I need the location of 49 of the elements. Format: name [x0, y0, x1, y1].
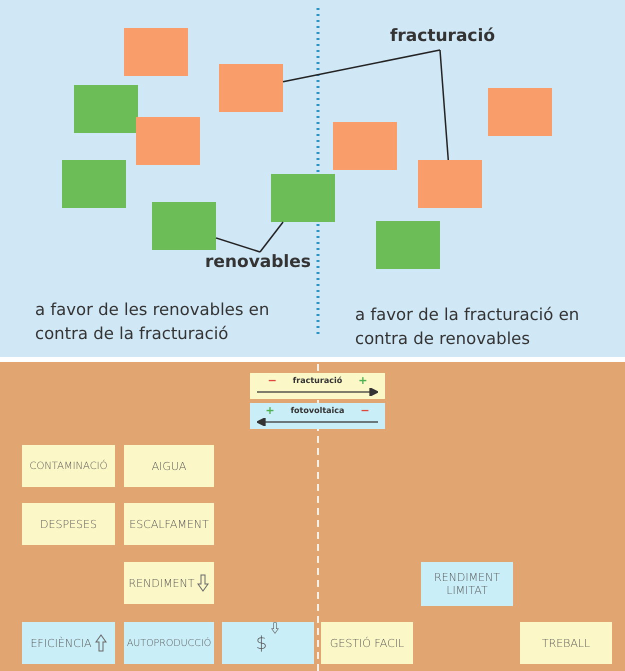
card	[136, 117, 200, 165]
sticky-note	[421, 562, 513, 606]
caption-text: a favor de les renovables en contra de la fracturació	[35, 299, 270, 345]
note-text: RENDIMENT LIMITAT	[433, 571, 501, 597]
note-text: AIGUA	[152, 460, 186, 472]
note-text: ESCALFAMENT	[129, 518, 209, 530]
card	[219, 64, 283, 112]
sticky-note	[321, 622, 413, 664]
note-text: CONTAMINACIÓ	[29, 460, 108, 472]
sign-text: −	[360, 405, 370, 416]
note-text: EFICIÈNCIA	[30, 636, 92, 650]
sign-text: +	[358, 375, 368, 386]
note-text: RENDIMENT	[128, 576, 194, 590]
sign-text: −	[268, 375, 277, 386]
sticky-note	[520, 622, 612, 664]
card	[271, 174, 335, 222]
sign-text: +	[265, 405, 275, 416]
callout-text: fracturació	[390, 26, 502, 50]
sticky-note	[124, 562, 214, 604]
card	[333, 122, 397, 170]
sticky-note	[124, 503, 214, 545]
sticky-note	[22, 622, 115, 664]
leader-line	[439, 50, 450, 160]
sticky-note	[124, 445, 214, 487]
card	[62, 160, 126, 208]
leader-line	[282, 49, 440, 82]
card	[124, 28, 188, 76]
axis-label: fotovoltaica	[290, 405, 344, 416]
note-text: TREBALL	[542, 636, 590, 650]
note-text: GESTIÓ FACIL	[330, 636, 404, 650]
card	[74, 85, 138, 133]
card	[152, 202, 216, 250]
note-text: AUTOPRODUCCIÓ	[126, 638, 212, 648]
axis-label: fracturació	[292, 375, 342, 386]
note-text: $	[256, 632, 268, 654]
callout-text: renovables	[205, 252, 320, 276]
card	[488, 88, 552, 136]
sticky-note	[22, 445, 115, 487]
leader-line	[259, 222, 284, 252]
note-text: DESPESES	[40, 518, 97, 530]
card	[418, 160, 482, 208]
scale-card	[250, 403, 385, 429]
sticky-note	[22, 503, 115, 545]
scale-card	[250, 373, 385, 399]
sticky-note	[222, 622, 314, 664]
sticky-note	[124, 622, 214, 664]
card	[376, 221, 440, 269]
leader-line	[216, 237, 260, 253]
caption-text: a favor de la fracturació en contra de renovables	[355, 304, 580, 350]
